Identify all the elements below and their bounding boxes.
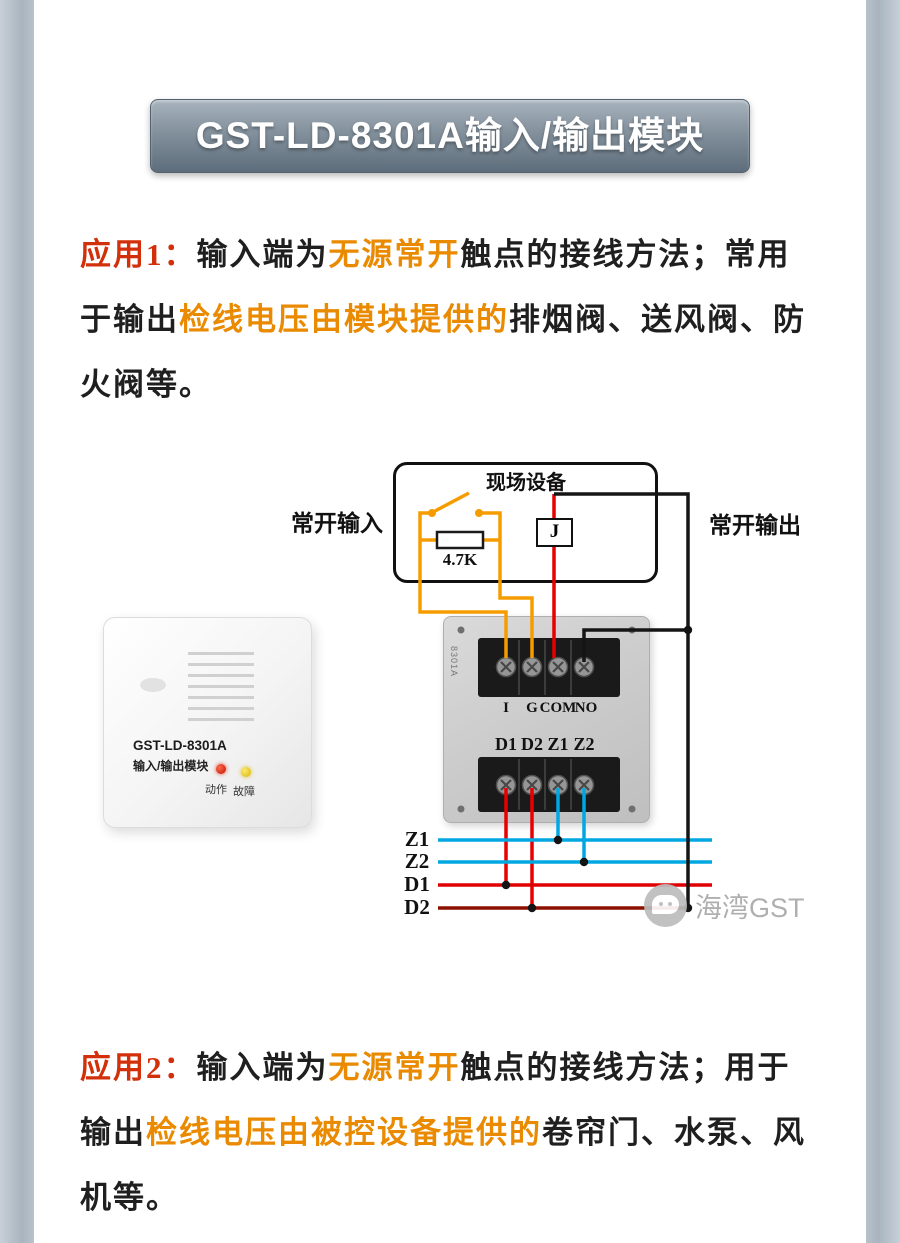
app2-text-1: 输入端为 — [196, 1050, 329, 1085]
bus-label-z2: Z2 — [404, 849, 430, 873]
input-loop-wires — [418, 491, 534, 658]
fault-led — [241, 767, 251, 777]
app2-highlight-2: 检线电压由被控设备提供的 — [146, 1115, 542, 1150]
resistor-body — [435, 530, 485, 550]
terminal-label-no: NO — [574, 700, 598, 716]
wechat-watermark-icon — [644, 884, 687, 927]
module-product-photo: GST-LD-8301A 输入/输出模块 动作 故障 — [103, 617, 312, 828]
output-wires — [554, 492, 690, 908]
bus-label-z1: Z1 — [404, 827, 430, 851]
relay-box: J — [536, 518, 573, 547]
application-2-paragraph: 应用2：输入端为无源常开触点的接线方法；用于输出检线电压由被控设备提供的卷帘门、… — [80, 1035, 818, 1230]
app2-text-3: 卷帘门、水泵、风机等。 — [80, 1115, 806, 1215]
normally-open-output-label: 常开输出 — [709, 513, 801, 538]
application-1-paragraph: 应用1：输入端为无源常开触点的接线方法；常用于输出检线电压由模块提供的排烟阀、送… — [80, 222, 818, 417]
watermark: 海湾GST — [644, 884, 805, 927]
app2-text-2: 触点的接线方法；用于输出 — [80, 1050, 791, 1150]
switch-contact-right — [475, 509, 483, 517]
terminal-label-g: G — [526, 700, 538, 716]
app1-text-3: 排烟阀、送风阀、防火阀等。 — [80, 302, 806, 402]
wiring-diagram: GST-LD-8301A 输入/输出模块 动作 故障 8301A — [0, 440, 900, 980]
app2-highlight-1: 无源常开 — [328, 1050, 461, 1085]
field-device-label: 现场设备 — [486, 472, 566, 494]
switch-contact-left — [428, 509, 436, 517]
terminal-label-d1: D1 — [495, 734, 517, 754]
terminal-label-d2: D2 — [521, 734, 543, 754]
normally-open-input-label: 常开输入 — [291, 511, 383, 536]
wiring-svg — [418, 491, 712, 913]
app2-label: 应用2： — [80, 1050, 197, 1085]
app1-highlight-1: 无源常开 — [328, 237, 461, 272]
fault-led-label: 故障 — [233, 786, 255, 798]
app1-highlight-2: 检线电压由模块提供的 — [179, 302, 509, 337]
left-border-bar — [0, 0, 34, 1243]
z-bus-wires — [438, 788, 712, 864]
terminal-strips — [478, 638, 620, 812]
app1-text-2: 触点的接线方法；常用于输出 — [80, 237, 791, 337]
app1-text-1: 输入端为 — [196, 237, 329, 272]
action-led — [216, 764, 226, 774]
brand-mark — [140, 678, 166, 692]
junction-dots — [501, 625, 693, 913]
terminal-label-z2: Z2 — [573, 734, 595, 754]
relay-and-d-wires — [504, 494, 556, 908]
title-banner: GST-LD-8301A输入/输出模块 — [150, 99, 750, 173]
watermark-text: 海湾GST — [695, 893, 805, 923]
resistor-value-label: 4.7K — [442, 550, 478, 569]
product-model-label: GST-LD-8301A — [133, 738, 227, 753]
terminal-label-z1: Z1 — [547, 734, 569, 754]
right-border-bar — [866, 0, 900, 1243]
field-device-box — [393, 462, 658, 583]
app1-label: 应用1： — [80, 237, 197, 272]
speaker-grille — [188, 652, 254, 726]
terminal-label-com: COM — [539, 700, 577, 716]
product-name-label: 输入/输出模块 — [133, 759, 209, 773]
bus-label-d1: D1 — [404, 872, 430, 896]
module-side-print: 8301A — [449, 646, 459, 678]
action-led-label: 动作 — [205, 784, 227, 796]
bus-label-d2: D2 — [404, 895, 430, 919]
terminal-label-i: I — [503, 700, 509, 716]
